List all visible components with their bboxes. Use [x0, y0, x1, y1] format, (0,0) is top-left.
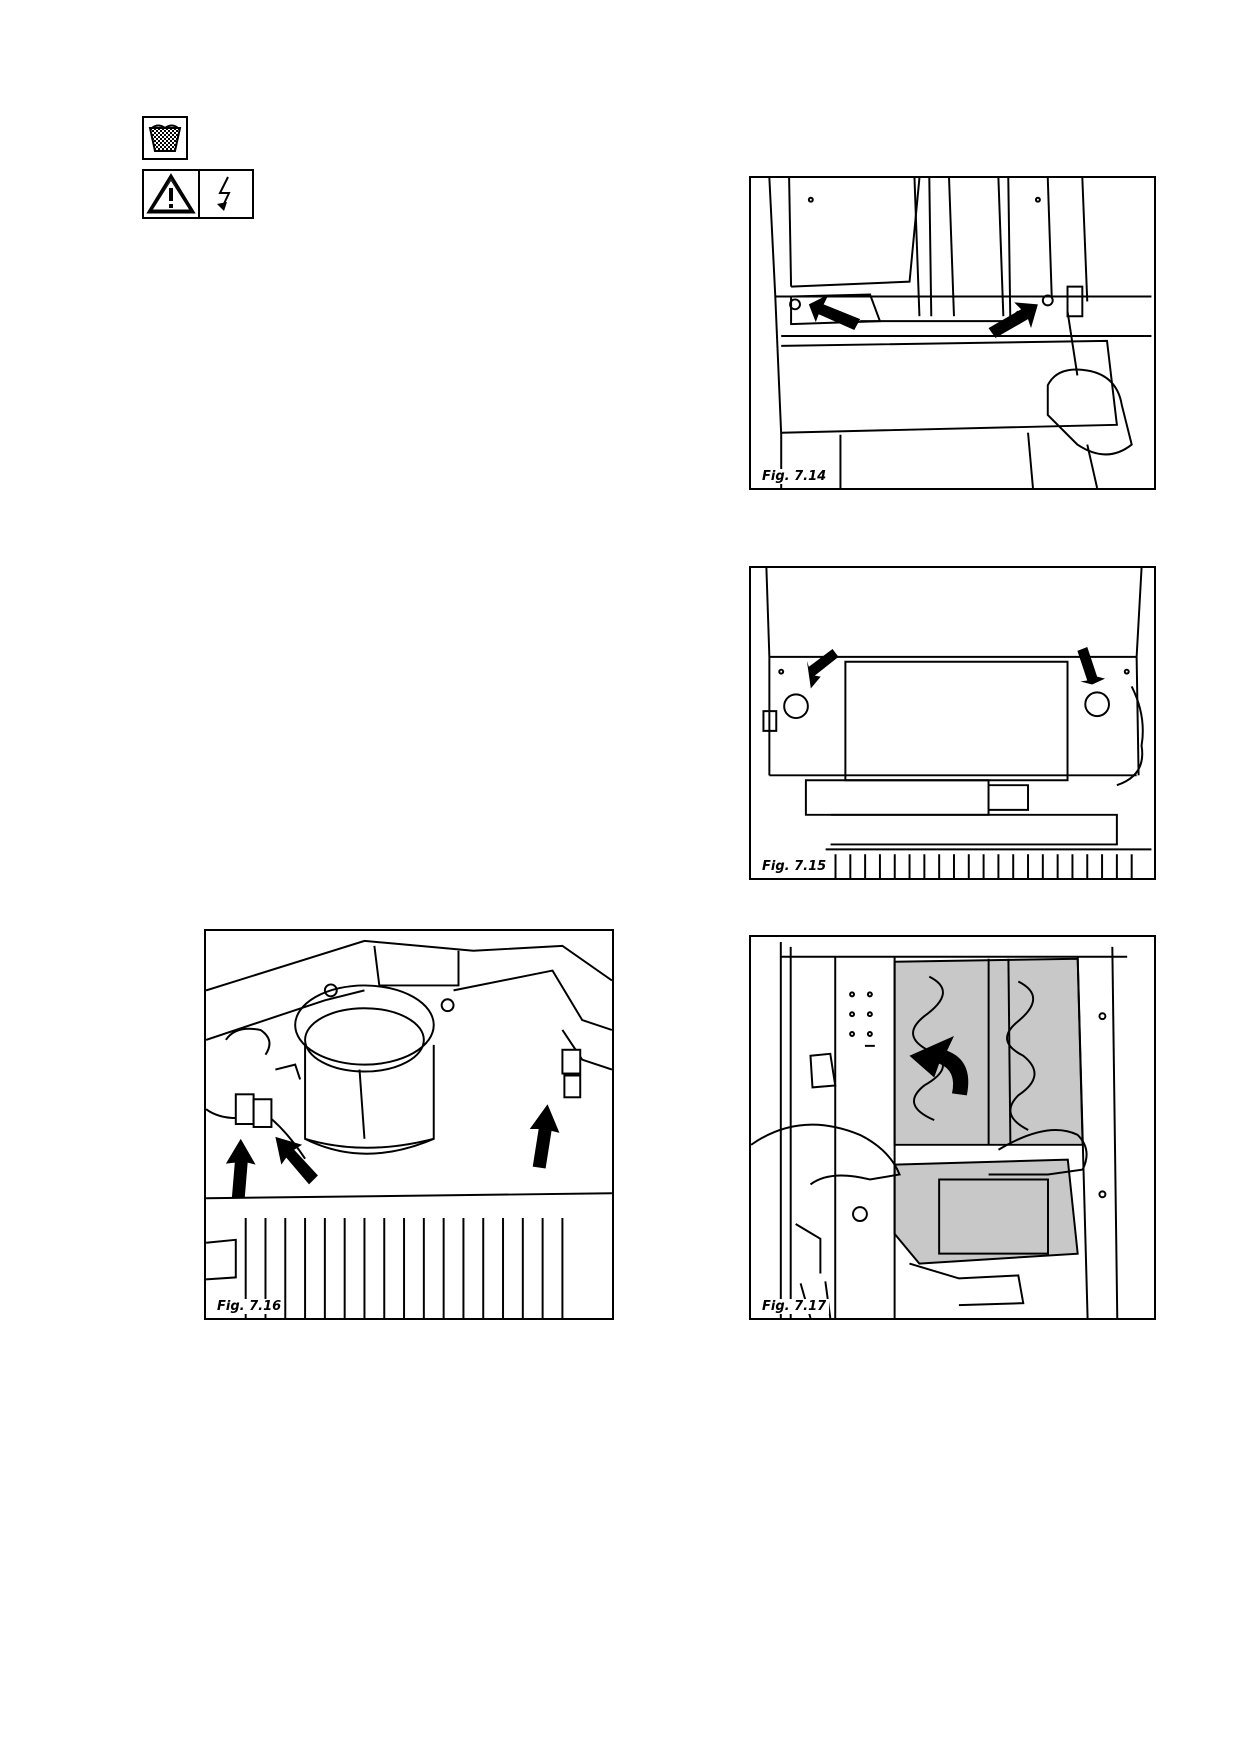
electric-shock-icon: [200, 171, 254, 217]
figure-7-16-caption: Fig. 7.16: [214, 1299, 285, 1314]
figure-7-17: Fig. 7.17: [749, 935, 1156, 1320]
wash-basin-icon: [142, 116, 188, 160]
figure-7-15-illustration: [762, 568, 1152, 878]
figure-7-14-illustration: [768, 178, 1152, 488]
figure-7-16: Fig. 7.16: [204, 929, 614, 1320]
figure-7-17-illustration: [751, 941, 1128, 1318]
figure-7-14: Fig. 7.14: [749, 176, 1156, 490]
figure-7-17-caption: Fig. 7.17: [759, 1299, 830, 1314]
figure-7-15: Fig. 7.15: [749, 566, 1156, 880]
figure-7-15-caption: Fig. 7.15: [759, 859, 830, 874]
warning-triangle-icon: [144, 171, 200, 217]
figure-7-16-illustration: [206, 939, 612, 1318]
safety-icons: [142, 169, 254, 219]
figure-7-14-caption: Fig. 7.14: [759, 469, 830, 484]
